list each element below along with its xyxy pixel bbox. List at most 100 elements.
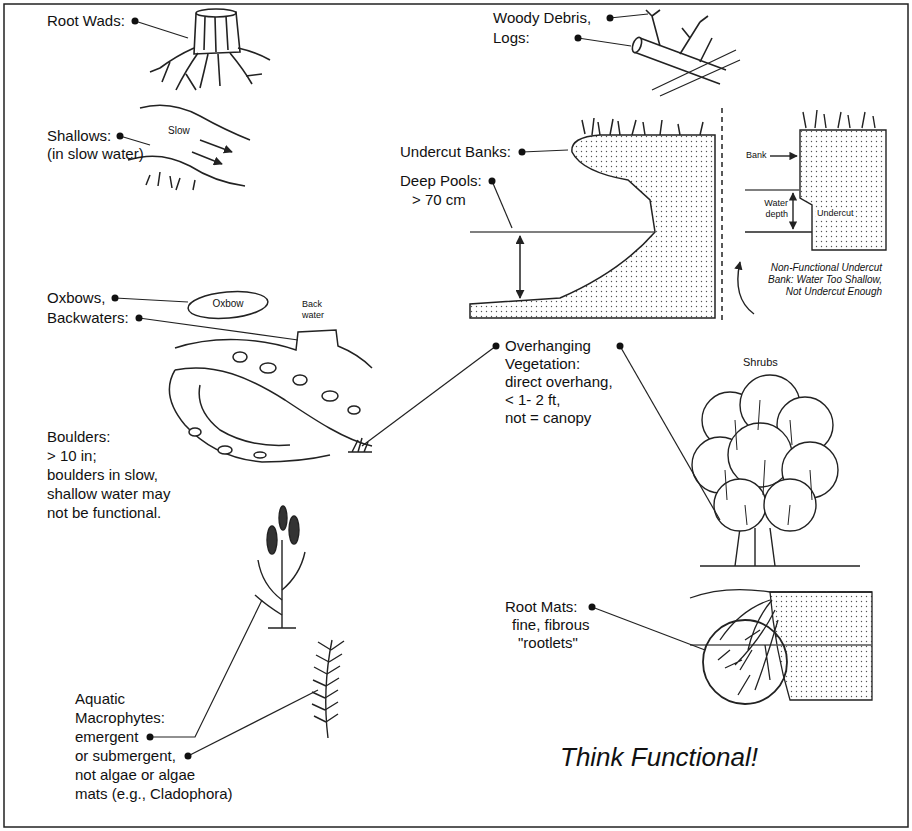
callout-label: Woody Debris, bbox=[493, 9, 591, 27]
woody-debris-drawing bbox=[631, 10, 740, 96]
undercut-bank-drawing bbox=[519, 236, 521, 298]
shallows-drawing bbox=[200, 140, 232, 152]
root-mat-drawing bbox=[770, 592, 872, 700]
leader-line bbox=[120, 136, 150, 145]
leader-line bbox=[492, 181, 512, 228]
macrophyte-drawing bbox=[255, 506, 344, 738]
callout-label: direct overhang, bbox=[505, 373, 613, 391]
nonfunctional-bank-drawing bbox=[800, 130, 886, 250]
bullet-dot bbox=[185, 753, 192, 760]
undercut-bank-drawing bbox=[470, 135, 715, 318]
leader-line bbox=[139, 318, 298, 340]
callout-label: emergent bbox=[75, 728, 138, 746]
leader-line bbox=[188, 690, 318, 756]
undercut-bank-drawing bbox=[582, 118, 703, 135]
river-drawing bbox=[175, 368, 372, 446]
callout-label: Shrubs bbox=[742, 356, 779, 369]
leader-line bbox=[115, 298, 188, 302]
shallows-drawing bbox=[146, 172, 195, 190]
callout-label: not be functional. bbox=[47, 504, 161, 522]
river-drawing bbox=[348, 406, 360, 414]
shrub-drawing bbox=[725, 400, 812, 525]
callout-label: shallow water may bbox=[47, 485, 170, 503]
callout-label: or submergent, bbox=[75, 747, 176, 765]
callout-label: Vegetation: bbox=[505, 355, 580, 373]
river-drawing bbox=[260, 363, 276, 373]
nonfunctional-bank-drawing bbox=[745, 189, 800, 190]
root-mat-drawing bbox=[690, 590, 872, 704]
shrub-drawing bbox=[735, 528, 775, 566]
woody-debris-drawing bbox=[631, 36, 644, 54]
callout-label: > 10 in; bbox=[47, 447, 97, 465]
callout-label: Backwaters: bbox=[47, 309, 129, 327]
callout-label: Aquatic bbox=[75, 690, 125, 708]
leader-line bbox=[610, 14, 648, 18]
leader-line bbox=[592, 607, 705, 650]
macrophyte-drawing bbox=[326, 640, 332, 738]
root-mat-drawing bbox=[703, 620, 787, 704]
macrophyte-drawing bbox=[279, 506, 287, 530]
callout-label: Back water bbox=[301, 299, 339, 321]
frame bbox=[4, 4, 908, 827]
bullet-dot bbox=[117, 133, 124, 140]
river-drawing bbox=[187, 289, 269, 322]
river-drawing bbox=[322, 391, 338, 401]
leader-line bbox=[620, 346, 720, 520]
bullet-dot bbox=[147, 734, 154, 741]
nonfunctional-bank-drawing bbox=[738, 110, 886, 314]
shrub-drawing bbox=[700, 565, 860, 566]
shallows-drawing bbox=[140, 105, 250, 140]
macrophyte-drawing bbox=[267, 526, 277, 554]
callout-label: Logs: bbox=[493, 29, 530, 47]
undercut-bank-drawing bbox=[470, 231, 654, 233]
root-mat-drawing bbox=[690, 644, 872, 645]
callout-label: not algae or algae bbox=[75, 766, 195, 784]
callout-label: > 70 cm bbox=[412, 191, 466, 209]
leader-line bbox=[522, 150, 568, 152]
river-drawing bbox=[169, 289, 372, 462]
bullet-dot bbox=[607, 15, 614, 22]
river-drawing bbox=[293, 375, 307, 385]
macrophyte-drawing bbox=[289, 516, 299, 544]
callout-label: Boulders: bbox=[47, 428, 110, 446]
bullet-dot bbox=[489, 178, 496, 185]
callout-label: fine, fibrous bbox=[512, 616, 590, 634]
river-drawing bbox=[233, 352, 247, 362]
callout-label: not = canopy bbox=[505, 409, 591, 427]
bullet-dot bbox=[132, 18, 139, 25]
leader-line bbox=[115, 14, 720, 756]
river-drawing bbox=[199, 385, 290, 445]
nonfunctional-bank-drawing bbox=[745, 231, 812, 232]
shrub-drawing bbox=[714, 479, 766, 531]
nonfunctional-bank-drawing bbox=[738, 262, 754, 314]
river-drawing bbox=[218, 446, 232, 454]
river-drawing bbox=[169, 370, 330, 462]
callout-label: Macrophytes: bbox=[75, 709, 165, 727]
river-drawing bbox=[175, 330, 372, 368]
bullet-dot bbox=[493, 343, 500, 350]
callout-label: "rootlets" bbox=[518, 634, 578, 652]
callout-label: Bank bbox=[745, 150, 768, 161]
callout-label: Overhanging bbox=[505, 337, 591, 355]
woody-debris-drawing bbox=[646, 10, 712, 62]
callout-label: mats (e.g., Cladophora) bbox=[75, 785, 233, 803]
bullet-dot bbox=[589, 604, 596, 611]
river-drawing bbox=[348, 438, 372, 452]
callout-label: Water depth bbox=[740, 198, 788, 220]
bullet-dot bbox=[519, 149, 526, 156]
bullet-dot bbox=[575, 35, 582, 42]
river-drawing bbox=[254, 452, 266, 458]
macrophyte-drawing bbox=[312, 641, 344, 722]
callout-label: boulders in slow, bbox=[47, 466, 158, 484]
leader-line bbox=[362, 346, 496, 446]
callout-label: (in slow water) bbox=[47, 145, 144, 163]
callout-label: Undercut Banks: bbox=[400, 143, 511, 161]
callout-label: Shallows: bbox=[47, 127, 111, 145]
shallows-drawing bbox=[192, 152, 222, 164]
macrophyte-drawing bbox=[255, 552, 305, 615]
bullet-dot bbox=[112, 295, 119, 302]
root-wad-drawing bbox=[150, 9, 270, 90]
